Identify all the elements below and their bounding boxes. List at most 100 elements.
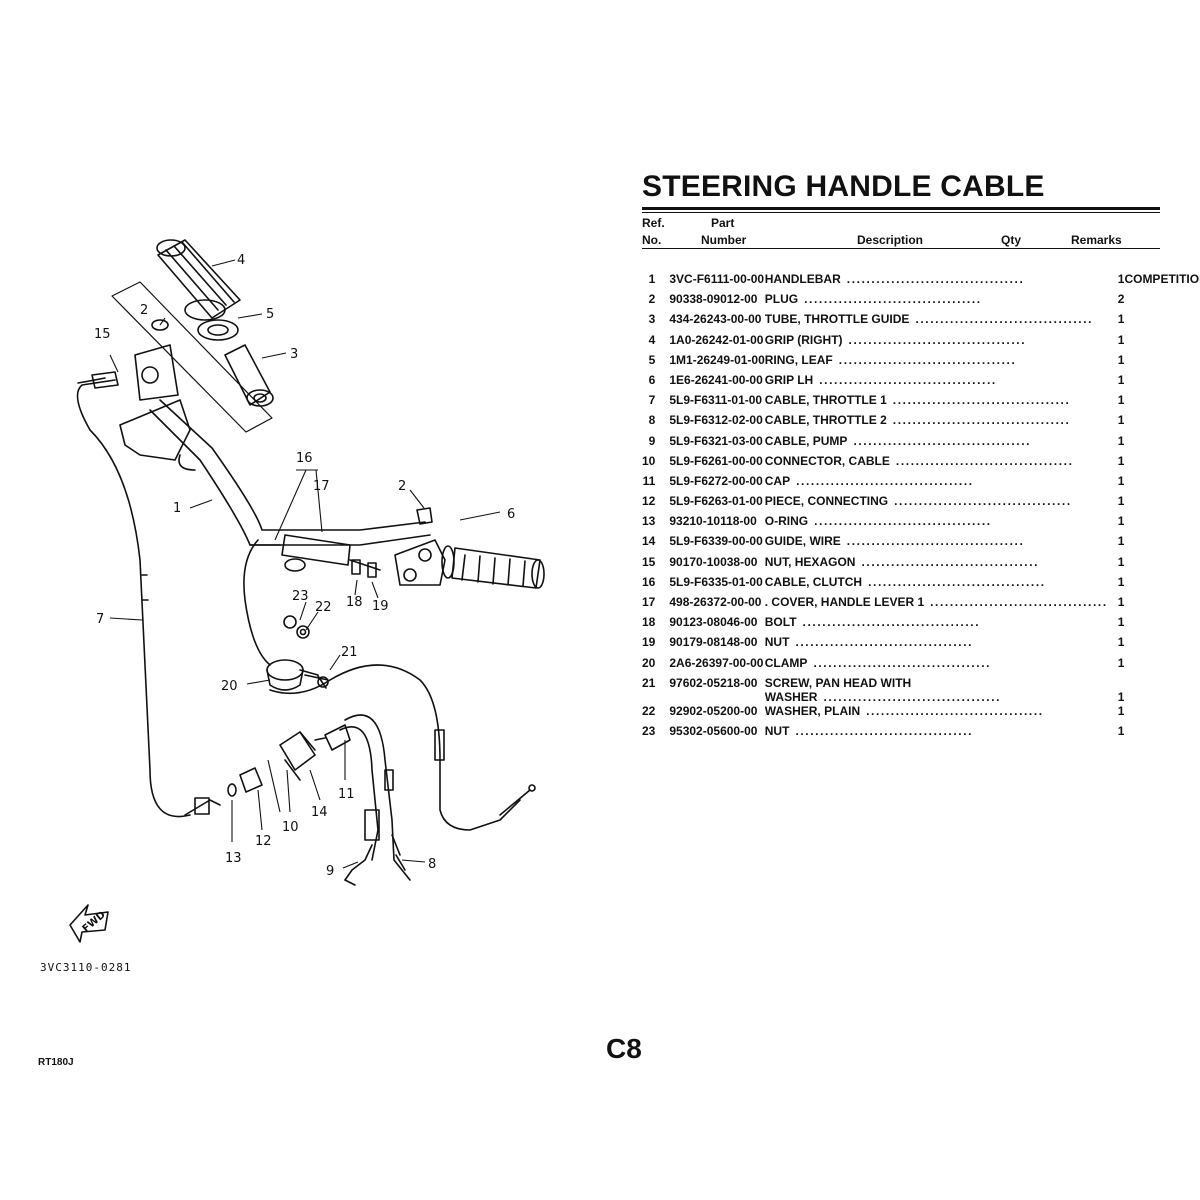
description-text: O-RING: [764, 514, 809, 529]
remarks-cell: [1124, 312, 1200, 332]
callout-11: 11: [338, 787, 355, 802]
pump-cable: [344, 844, 373, 881]
ref-no-cell: 18: [642, 615, 656, 630]
leader-dots: ....................................: [795, 635, 974, 650]
description-cell: CABLE, THROTTLE 2.......................…: [765, 413, 1108, 433]
callout-2-top: 2: [140, 303, 148, 318]
ref-no-cell: 6: [648, 372, 656, 387]
leader-dots: ....................................: [892, 413, 1071, 428]
callout-17: 17: [313, 479, 330, 494]
remarks-cell: [1124, 333, 1200, 353]
remarks-cell: [1124, 635, 1200, 655]
part-number-cell: 498-26372-00-00: [669, 595, 762, 609]
description-text: PLUG: [764, 292, 799, 307]
qty-cell: 1: [1117, 554, 1125, 569]
description-cell: CABLE, PUMP.............................…: [765, 434, 1108, 454]
callout-9: 9: [326, 864, 334, 879]
ref-no-cell: 17: [642, 595, 656, 609]
remarks-cell: [1124, 353, 1200, 373]
qty-cell: 1: [1117, 534, 1125, 549]
ref-no-cell: 10: [642, 453, 656, 468]
page-number: C8: [606, 1033, 642, 1064]
description-cell: CABLE, THROTTLE 1.......................…: [765, 393, 1108, 413]
description-cell: GUIDE, WIRE.............................…: [765, 534, 1108, 554]
description-cell: PIECE, CONNECTING.......................…: [765, 494, 1108, 514]
callout-18: 18: [346, 595, 363, 610]
description-text: HANDLEBAR: [764, 272, 841, 286]
qty-cell: 1: [1117, 473, 1125, 488]
leader-dots: ....................................: [813, 655, 992, 670]
description-cell: O-RING..................................…: [765, 514, 1108, 534]
leader-dots: ....................................: [814, 514, 992, 529]
ref-no-cell: 19: [642, 635, 656, 650]
description-text: GRIP (RIGHT): [764, 332, 843, 347]
grip-group-frame: [111, 281, 273, 433]
callout-6: 6: [507, 507, 515, 522]
description-cell: RING, LEAF..............................…: [765, 353, 1108, 373]
header-part: Part: [711, 216, 735, 230]
right-grip-shape: [156, 239, 241, 319]
leader-dots: ....................................: [853, 433, 1032, 448]
qty-cell: 1: [1117, 413, 1125, 428]
title-rule: [642, 207, 1160, 210]
header-number: Number: [701, 233, 747, 247]
part-number-cell: 5L9-F6335-01-00: [669, 574, 763, 589]
ring-leaf-shape: [184, 299, 239, 341]
fwd-arrow-shape: [69, 904, 109, 943]
ref-no-cell: 13: [642, 514, 656, 529]
callout-5: 5: [266, 307, 274, 322]
page-title: STEERING HANDLE CABLE: [642, 170, 1045, 203]
remarks-cell: [1124, 575, 1200, 595]
callout-19: 19: [372, 599, 389, 614]
leader-dots: ....................................: [802, 615, 981, 630]
qty-cell: 1: [1117, 494, 1125, 509]
remarks-cell: [1124, 595, 1200, 615]
part-number-cell: 3VC-F6111-00-00: [669, 272, 765, 286]
description-cell: CABLE, CLUTCH...........................…: [765, 575, 1108, 595]
description-text: . COVER, HANDLE LEVER 1: [764, 595, 925, 609]
part-number-cell: 5L9-F6312-02-00: [669, 413, 763, 428]
qty-cell: 1: [1117, 635, 1125, 650]
leader-dots: ....................................: [846, 534, 1025, 549]
part-number-cell: 434-26243-00-00: [669, 312, 762, 327]
cable-cap-shape: [324, 724, 351, 751]
throttle-housing: [119, 399, 191, 461]
callout-10: 10: [282, 820, 299, 835]
qty-cell: 1: [1117, 332, 1125, 347]
description-text: NUT, HEXAGON: [764, 554, 856, 569]
leader-dots: ....................................: [894, 494, 1072, 509]
qty-cell: 2: [1117, 292, 1125, 307]
leader-dots: ....................................: [866, 703, 1044, 718]
callout-3: 3: [290, 347, 298, 362]
ref-no-cell: 15: [642, 554, 656, 569]
qty-cell: 1: [1117, 514, 1125, 529]
description-text: CABLE, CLUTCH: [764, 574, 863, 589]
description-cell: NUT, HEXAGON............................…: [765, 555, 1108, 575]
remarks-cell: [1124, 494, 1200, 514]
callout-8: 8: [428, 857, 436, 872]
header-description: Description: [857, 233, 924, 247]
callout-20: 20: [221, 679, 238, 694]
callout-7: 7: [96, 612, 104, 627]
ref-no-cell: 9: [648, 433, 656, 448]
description-cell: CONNECTOR, CABLE........................…: [765, 454, 1108, 474]
qty-cell: 1: [1117, 453, 1125, 468]
clutch-cable: [243, 539, 271, 666]
ref-no-cell: 7: [648, 393, 656, 408]
remarks-cell: [1124, 292, 1200, 312]
part-number-cell: 1E6-26241-00-00: [669, 372, 763, 387]
part-number-cell: 1M1-26249-01-00: [669, 352, 765, 367]
ref-no-cell: 14: [642, 534, 656, 549]
footer-code: RT180J: [38, 1057, 74, 1068]
leader-dots: ....................................: [861, 554, 1040, 569]
header-qty: Qty: [1001, 233, 1022, 247]
qty-cell: 1: [1117, 655, 1125, 670]
